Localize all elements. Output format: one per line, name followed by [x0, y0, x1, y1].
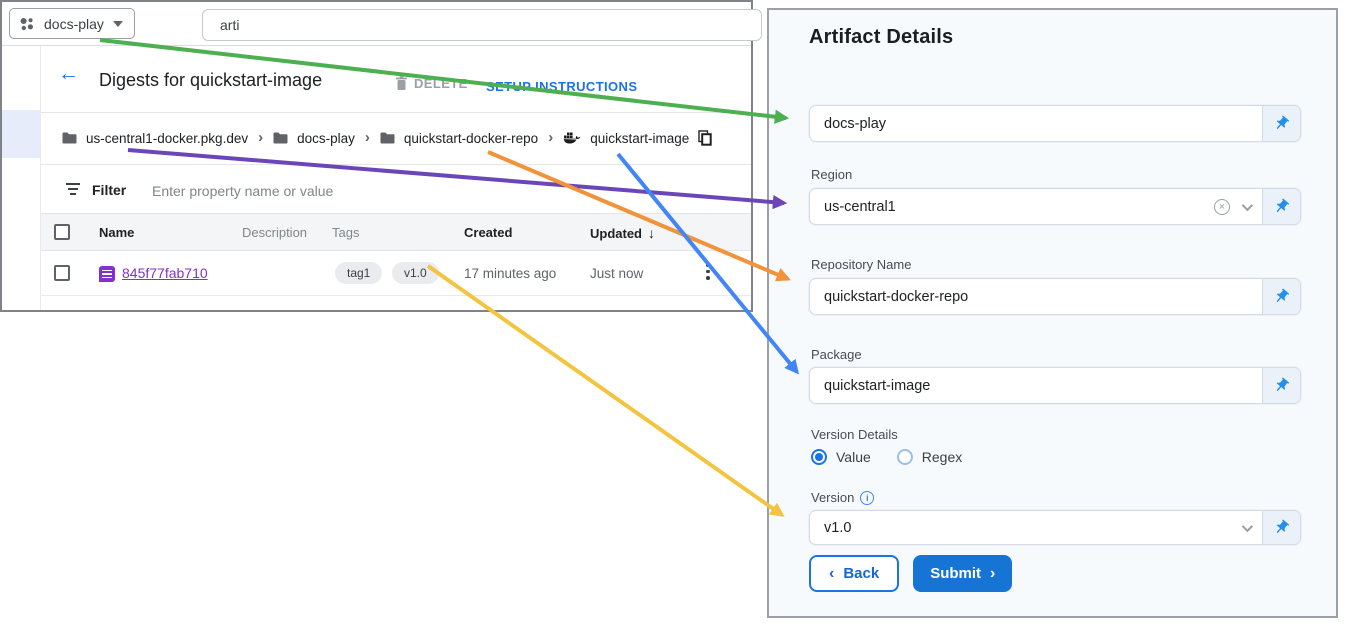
updated-cell: Just now [590, 266, 644, 281]
version-field-value[interactable]: v1.0 [824, 519, 852, 536]
folder-icon [380, 132, 395, 144]
back-button[interactable]: ‹ Back [809, 555, 900, 592]
pin-icon[interactable] [1262, 279, 1300, 314]
setup-instructions-link[interactable]: SETUP INSTRUCTIONS [486, 79, 637, 94]
pin-icon[interactable] [1262, 189, 1300, 224]
search-input[interactable] [202, 9, 762, 41]
console-screenshot: docs-play ← Digests for quickstart-image… [0, 0, 762, 312]
radio-selected-icon[interactable] [811, 449, 827, 465]
select-all-checkbox[interactable] [54, 224, 70, 240]
radio-regex-label: Regex [921, 449, 963, 465]
breadcrumb-item-project[interactable]: docs-play [297, 130, 355, 146]
submit-button[interactable]: Submit › [913, 555, 1013, 592]
row-overflow-menu-icon[interactable] [701, 263, 715, 280]
breadcrumb-separator: › [364, 128, 370, 146]
breadcrumb-separator: › [258, 128, 264, 146]
copy-icon[interactable] [698, 130, 712, 146]
pin-icon[interactable] [1262, 511, 1300, 544]
chevron-down-icon[interactable] [1241, 520, 1254, 532]
version-label: Version i [811, 490, 875, 505]
version-details-radio-group: Value Regex [811, 449, 962, 465]
tag-chip: tag1 [335, 262, 383, 284]
package-field[interactable]: quickstart-image [809, 367, 1301, 404]
chevron-down-icon [112, 20, 123, 27]
page-title: Digests for quickstart-image [99, 70, 323, 90]
divider [41, 164, 751, 165]
column-header-description: Description [242, 225, 308, 240]
info-icon[interactable]: i [860, 490, 875, 505]
version-field[interactable]: v1.0 [809, 510, 1301, 545]
back-arrow-icon[interactable]: ← [58, 62, 79, 85]
project-selector[interactable]: docs-play [9, 8, 135, 39]
folder-icon [62, 132, 77, 144]
repository-name-field[interactable]: quickstart-docker-repo [809, 278, 1301, 315]
breadcrumb-item-registry-host[interactable]: us-central1-docker.pkg.dev [86, 130, 249, 146]
column-header-updated-label: Updated [590, 226, 642, 241]
radio-unselected-icon[interactable] [896, 449, 913, 465]
divider [41, 112, 751, 113]
breadcrumb-item-repository[interactable]: quickstart-docker-repo [403, 130, 539, 146]
pin-icon[interactable] [1262, 368, 1300, 403]
column-header-updated[interactable]: Updated ↓ [590, 225, 655, 241]
package-label: Package [811, 347, 862, 362]
breadcrumb: us-central1-docker.pkg.dev › docs-play ›… [62, 125, 712, 151]
project-selector-label: docs-play [44, 15, 104, 32]
project-icon [20, 17, 33, 30]
console-topbar: docs-play [2, 2, 762, 46]
folder-icon [273, 132, 288, 144]
digest-link[interactable]: 845f77fab710 [122, 265, 208, 281]
chevron-right-icon: › [990, 564, 996, 582]
tag-chip: v1.0 [392, 262, 439, 284]
pin-icon[interactable] [1262, 106, 1300, 141]
version-details-label: Version Details [811, 427, 898, 442]
table-header: Name Description Tags Created Updated ↓ [41, 213, 751, 251]
region-field[interactable]: us-central1 × [809, 188, 1301, 225]
breadcrumb-item-package[interactable]: quickstart-image [590, 130, 690, 146]
column-header-tags: Tags [332, 225, 360, 240]
package-field-value[interactable]: quickstart-image [824, 377, 931, 394]
clear-icon[interactable]: × [1214, 198, 1230, 215]
back-button-label: Back [843, 565, 880, 582]
delete-button[interactable]: DELETE [395, 76, 468, 91]
repository-name-label: Repository Name [811, 257, 912, 272]
table-row: 845f77fab710 tag1 v1.0 17 minutes ago Ju… [41, 251, 751, 296]
nav-rail-highlight [2, 110, 40, 158]
radio-value-label: Value [836, 449, 871, 465]
created-cell: 17 minutes ago [464, 266, 557, 281]
repository-name-field-value[interactable]: quickstart-docker-repo [824, 288, 969, 305]
setup-instructions-label: SETUP INSTRUCTIONS [486, 79, 638, 94]
radio-value[interactable]: Value [811, 449, 871, 465]
delete-button-label: DELETE [414, 76, 468, 91]
digest-icon [99, 266, 115, 282]
submit-button-label: Submit [930, 565, 982, 582]
row-checkbox[interactable] [54, 265, 70, 281]
trash-icon [396, 76, 407, 90]
version-label-text: Version [811, 490, 855, 505]
docker-image-icon [563, 132, 581, 143]
button-row: ‹ Back Submit › [809, 555, 1013, 592]
filter-label: Filter [92, 182, 127, 198]
panel-title: Artifact Details [809, 26, 954, 48]
chevron-left-icon: ‹ [829, 564, 835, 582]
artifact-details-panel: Artifact Details docs-play Region us-cen… [767, 8, 1338, 618]
sort-descending-icon[interactable]: ↓ [648, 225, 655, 241]
column-header-name[interactable]: Name [99, 225, 135, 240]
nav-rail [2, 46, 41, 310]
region-label: Region [811, 167, 853, 182]
radio-regex[interactable]: Regex [896, 449, 963, 465]
chevron-down-icon[interactable] [1241, 199, 1254, 211]
filter-icon [66, 183, 80, 195]
breadcrumb-separator: › [548, 128, 554, 146]
column-header-created[interactable]: Created [464, 225, 513, 240]
region-field-value[interactable]: us-central1 [824, 198, 896, 215]
project-field-value[interactable]: docs-play [824, 115, 887, 132]
filter-input[interactable]: Enter property name or value [152, 183, 334, 199]
project-field[interactable]: docs-play [809, 105, 1301, 142]
